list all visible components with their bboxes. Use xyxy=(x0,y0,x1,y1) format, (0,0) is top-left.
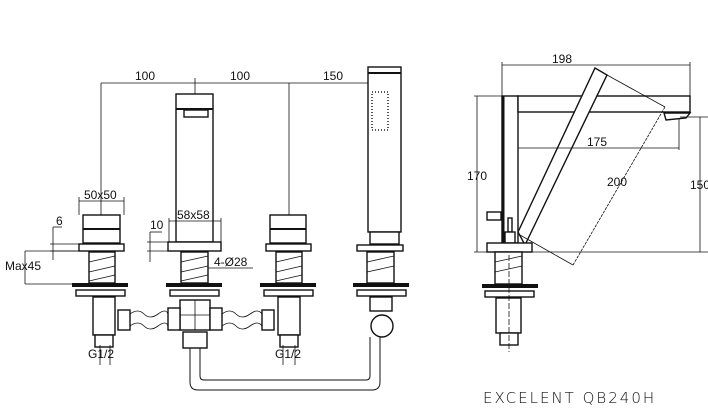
dim-spacing-3: 150 xyxy=(323,69,343,83)
small-dimension-lines xyxy=(24,197,296,365)
hand-shower xyxy=(353,66,409,338)
flex-hose-right xyxy=(221,310,263,330)
dim-spacing-1: 100 xyxy=(135,69,155,83)
dim-thread-right: G1/2 xyxy=(275,347,301,361)
right-valve-handle xyxy=(117,214,316,348)
dim-handle-plate: 6 xyxy=(56,214,63,228)
dim-side-outlet-height: 150 xyxy=(690,178,708,192)
dim-spout-base-size: 58x58 xyxy=(177,208,210,222)
center-spout xyxy=(166,93,223,349)
dim-handle-size: 50x50 xyxy=(84,188,117,202)
left-valve-handle xyxy=(72,214,128,348)
dim-max-deck: Max45 xyxy=(5,259,41,273)
flex-hose-left xyxy=(129,310,169,330)
dim-holes: 4-Ø28 xyxy=(214,255,248,269)
dim-spacing-2: 100 xyxy=(230,69,250,83)
dim-spout-plate: 10 xyxy=(150,218,164,232)
shower-hose xyxy=(189,337,381,391)
dim-side-height: 170 xyxy=(467,169,487,183)
dim-thread-left: G1/2 xyxy=(88,347,114,361)
top-dimension-line xyxy=(100,78,381,215)
dim-side-reach: 198 xyxy=(552,52,572,66)
dim-swivel-length: 200 xyxy=(607,175,627,189)
dim-side-inner-reach: 175 xyxy=(587,135,607,149)
side-view xyxy=(474,62,708,352)
model-title: EXCELENT QB240H xyxy=(483,389,656,407)
